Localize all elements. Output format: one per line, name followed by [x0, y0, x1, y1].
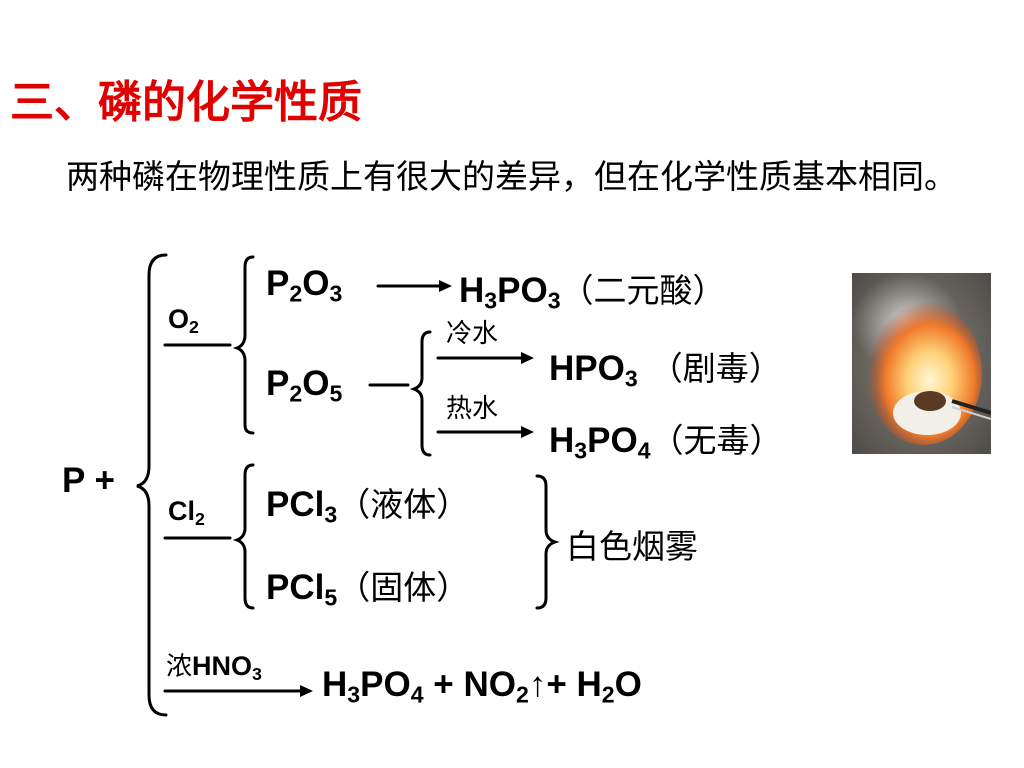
- water-brace: [409, 330, 432, 457]
- product-brace-right: [535, 474, 560, 610]
- hot-water-label: 热水: [446, 394, 499, 424]
- intro-paragraph: 两种磷在物理性质上有很大的差异，但在化学性质基本相同。: [66, 157, 957, 196]
- product-h3po4: H3PO4（无毒）: [549, 421, 783, 464]
- product-hpo3: HPO3（剧毒）: [549, 349, 782, 392]
- white-smoke-label: 白色烟雾: [566, 527, 698, 566]
- plus-sign: +: [94, 461, 115, 500]
- p2o3-arrow-head: [439, 280, 452, 292]
- gas-up-arrow: ↑: [528, 665, 547, 704]
- hot-water-arrow-head: [521, 426, 534, 438]
- product-pcl3: PCl3（液体）: [266, 485, 470, 528]
- reagent-conc-hno3: 浓HNO3: [166, 651, 262, 684]
- hno3-products: H3PO4 + NO2↑+ H2O: [322, 665, 642, 708]
- reagent-o2: O2: [168, 304, 199, 337]
- h3po3-note: （二元酸）: [560, 271, 726, 310]
- main-brace: [136, 253, 168, 717]
- hno3-arrow-head: [300, 685, 313, 697]
- pcl5-note: （固体）: [337, 568, 470, 607]
- burning-phosphorus-photo: [852, 273, 991, 454]
- product-pcl5: PCl5（固体）: [266, 568, 470, 611]
- cl2-brace: [232, 463, 255, 610]
- product-h3po3: H3PO3（二元酸）: [459, 271, 726, 314]
- reagent-cl2: Cl2: [168, 496, 205, 529]
- slide-title: 三、磷的化学性质: [10, 77, 362, 128]
- element-p: P: [62, 461, 85, 500]
- cold-water-label: 冷水: [446, 319, 499, 349]
- product-p2o3: P2O3: [266, 264, 343, 307]
- h3po4-note: （无毒）: [650, 421, 783, 460]
- o2-brace: [232, 255, 255, 435]
- hpo3-note: （剧毒）: [649, 349, 782, 388]
- cold-water-arrow-head: [521, 352, 534, 364]
- reactant-p: P +: [62, 461, 115, 501]
- product-p2o5: P2O5: [266, 364, 343, 407]
- pcl3-note: （液体）: [337, 485, 470, 524]
